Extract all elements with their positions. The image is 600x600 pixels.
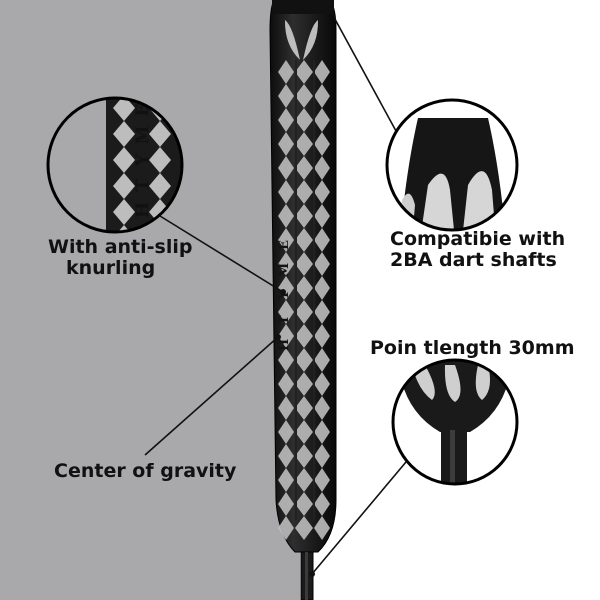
shafts-label-line2: 2BA dart shafts — [390, 249, 557, 271]
engraving-letter: M — [277, 263, 292, 277]
knurling-label-line2: knurling — [66, 257, 156, 279]
svg-text:M: M — [133, 125, 153, 144]
engraving-letter: E — [277, 240, 292, 250]
leader-dots — [275, 7, 333, 577]
svg-text:H: H — [133, 202, 153, 218]
point-magnifier — [391, 358, 519, 486]
svg-text:Y: Y — [133, 153, 153, 167]
point-length-label: Poin tlength 30mm — [370, 338, 575, 359]
engraving-letter: Y — [277, 290, 292, 301]
gravity-text: Center of gravity — [54, 460, 237, 482]
leader-lines — [144, 9, 407, 575]
svg-text:T: T — [133, 178, 153, 191]
shafts-label: Compatibie with 2BA dart shafts — [390, 229, 565, 271]
knurling-label: With anti-slip knurling — [48, 237, 192, 279]
engraving-letter: T — [277, 315, 292, 325]
shafts-label-line1: Compatibie with — [390, 228, 566, 250]
knurl-pattern — [278, 20, 330, 540]
point-length-text: Poin tlength 30mm — [370, 337, 575, 359]
gray-background — [0, 0, 300, 600]
engraving-letter: H — [277, 339, 292, 351]
brand-engraving: H T Y M E — [277, 240, 292, 351]
shaft-magnifier — [385, 98, 519, 232]
gravity-label: Center of gravity — [54, 461, 236, 482]
dart-barrel: H T Y M E — [269, 0, 337, 600]
knurling-label-line1: With anti-slip — [48, 236, 193, 258]
